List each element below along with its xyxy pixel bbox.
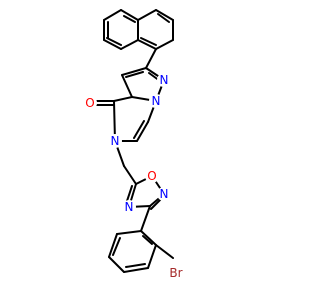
molecule-structure: N N O N O N N Br	[83, 9, 186, 280]
bromine-label: Br	[167, 266, 186, 280]
atom-n-oxadiazole-2: N	[160, 187, 169, 201]
pyrazinone-nitrogen-label: N	[108, 134, 122, 148]
bridgehead-nitrogen-label: N	[149, 94, 163, 108]
atom-br: Br	[169, 266, 182, 280]
atom-o-carbonyl: O	[85, 96, 94, 110]
bond-layer	[95, 9, 174, 273]
oxadiazole-nitrogen-2-label: N	[157, 187, 171, 201]
atom-n-pyrazole: N	[160, 73, 169, 87]
carbonyl-oxygen-label: O	[83, 96, 97, 110]
oxadiazole-oxygen-label: O	[145, 169, 159, 183]
atom-n-pyrazinone: N	[111, 134, 120, 148]
atom-o-oxadiazole: O	[147, 169, 156, 183]
oxadiazole-nitrogen-4-label: N	[122, 200, 136, 214]
atom-n-oxadiazole-4: N	[125, 200, 134, 214]
atom-labels: N N O N O N N Br	[83, 73, 186, 280]
atom-n-bridgehead: N	[152, 94, 161, 108]
pyrazole-nitrogen-label: N	[157, 73, 171, 87]
